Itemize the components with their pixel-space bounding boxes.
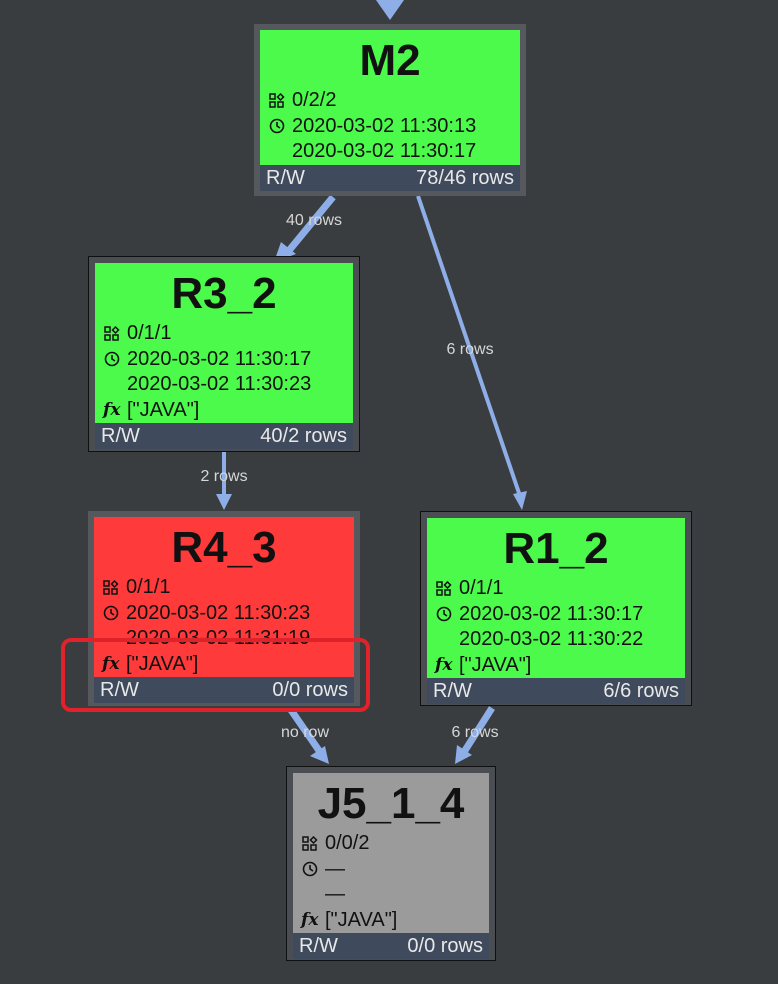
vertex-status-ok: R3_2 0/1/1 2020-03-02 11:30:17 2020-03-0… xyxy=(95,263,353,449)
edge-r3_2-r4_3-head xyxy=(216,494,232,510)
vertex-footer: R/W 0/0 rows xyxy=(94,677,354,703)
function-fx-icon: fx xyxy=(103,399,121,420)
edge-label-m2-r1_2: 6 rows xyxy=(446,341,494,358)
highlight-annotation xyxy=(61,638,370,712)
tasks-row: 0/1/1 xyxy=(94,575,354,601)
vertex-status-pending: J5_1_4 0/0/2 — — fx ["JAVA"] R/W 0/0 row… xyxy=(293,773,489,959)
end-time-row: 2020-03-02 11:30:17 xyxy=(260,139,520,165)
start-time-row: — xyxy=(293,857,489,883)
start-time-value: 2020-03-02 11:30:17 xyxy=(459,602,644,625)
functions-value: ["JAVA"] xyxy=(127,398,200,421)
vertex-status-ok: R1_2 0/1/1 2020-03-02 11:30:17 2020-03-0… xyxy=(427,518,685,704)
mode-value: R/W xyxy=(299,935,338,957)
tasks-row: 0/0/2 xyxy=(293,831,489,857)
edge-label-m2-r3_2: 40 rows xyxy=(285,212,343,229)
tasks-grid-icon xyxy=(301,835,319,853)
rows-value: 78/46 rows xyxy=(416,166,514,189)
end-time-row: 2020-03-02 11:30:22 xyxy=(427,627,685,653)
edge-label-r1_2-j5_1_4: 6 rows xyxy=(451,724,499,741)
clock-icon xyxy=(103,350,121,368)
vertex-footer: R/W 40/2 rows xyxy=(95,423,353,449)
start-time-value: — xyxy=(325,857,345,880)
tasks-grid-icon xyxy=(103,325,121,343)
vertex-title: R1_2 xyxy=(503,524,609,573)
mode-value: R/W xyxy=(433,680,472,702)
start-time-value: 2020-03-02 11:30:23 xyxy=(126,601,311,624)
edge-label-r3_2-r4_3: 2 rows xyxy=(200,468,248,485)
clock-icon xyxy=(301,860,319,878)
edge-r1_2-j5_1_4 xyxy=(461,706,495,754)
clock-icon xyxy=(435,605,453,623)
tasks-value: 0/1/1 xyxy=(459,577,504,599)
rows-value: 6/6 rows xyxy=(603,680,679,702)
edge-m2-r1_2-head xyxy=(513,491,527,510)
mode-value: R/W xyxy=(100,679,139,701)
tasks-value: 0/2/2 xyxy=(292,89,337,111)
clock-icon xyxy=(102,604,120,622)
edge-r4_3-j5_1_4 xyxy=(288,708,323,754)
rows-value: 0/0 rows xyxy=(272,679,348,701)
vertex-footer: R/W 78/46 rows xyxy=(260,164,520,191)
vertex-node-r4_3[interactable]: R4_3 0/1/1 2020-03-02 11:30:23 2020-03-0… xyxy=(88,511,360,706)
functions-value: ["JAVA"] xyxy=(126,652,199,675)
start-time-row: 2020-03-02 11:30:13 xyxy=(260,114,520,140)
vertex-footer: R/W 0/0 rows xyxy=(293,933,489,959)
functions-row: fx ["JAVA"] xyxy=(94,652,354,678)
edge-r1_2-j5_1_4-head xyxy=(455,745,472,764)
tasks-row: 0/1/1 xyxy=(95,321,353,347)
vertex-title: J5_1_4 xyxy=(317,779,465,828)
vertex-node-m2[interactable]: M2 0/2/2 2020-03-02 11:30:13 2020-03-02 … xyxy=(254,24,526,196)
edge-r4_3-j5_1_4-head xyxy=(310,746,329,764)
rows-value: 40/2 rows xyxy=(260,425,347,447)
start-time-row: 2020-03-02 11:30:17 xyxy=(95,347,353,373)
start-time-value: 2020-03-02 11:30:13 xyxy=(292,114,477,137)
vertex-node-j5_1_4[interactable]: J5_1_4 0/0/2 — — fx ["JAVA"] R/W 0/0 row… xyxy=(286,766,496,961)
function-fx-icon: fx xyxy=(435,654,453,675)
tasks-grid-icon xyxy=(268,92,286,110)
functions-value: ["JAVA"] xyxy=(459,653,532,676)
end-time-value: 2020-03-02 11:30:17 xyxy=(292,140,477,162)
vertex-title: M2 xyxy=(359,36,421,85)
vertex-node-r3_2[interactable]: R3_2 0/1/1 2020-03-02 11:30:17 2020-03-0… xyxy=(88,256,360,452)
rows-value: 0/0 rows xyxy=(407,935,483,957)
start-time-row: 2020-03-02 11:30:17 xyxy=(427,602,685,628)
function-fx-icon: fx xyxy=(301,909,319,930)
tasks-grid-icon xyxy=(435,580,453,598)
end-time-value: — xyxy=(325,883,345,905)
tasks-value: 0/1/1 xyxy=(126,576,171,598)
clock-icon xyxy=(268,117,286,135)
edge-label-r4_3-j5_1_4: no row xyxy=(280,724,330,741)
mode-value: R/W xyxy=(266,166,305,189)
tasks-value: 0/0/2 xyxy=(325,832,370,854)
functions-value: ["JAVA"] xyxy=(325,908,398,931)
edge-incoming-m2-head xyxy=(376,0,404,20)
edge-m2-r1_2 xyxy=(416,195,522,497)
vertex-status-ok: M2 0/2/2 2020-03-02 11:30:13 2020-03-02 … xyxy=(260,30,520,191)
tasks-grid-icon xyxy=(102,579,120,597)
start-time-row: 2020-03-02 11:30:23 xyxy=(94,601,354,627)
tasks-value: 0/1/1 xyxy=(127,322,172,344)
functions-row: fx ["JAVA"] xyxy=(95,398,353,424)
end-time-value: 2020-03-02 11:30:23 xyxy=(127,373,312,395)
vertex-title: R4_3 xyxy=(171,523,277,572)
edge-m2-r3_2 xyxy=(284,194,336,256)
tasks-row: 0/1/1 xyxy=(427,576,685,602)
vertex-node-r1_2[interactable]: R1_2 0/1/1 2020-03-02 11:30:17 2020-03-0… xyxy=(420,511,692,706)
end-time-row: 2020-03-02 11:30:23 xyxy=(95,372,353,398)
vertex-footer: R/W 6/6 rows xyxy=(427,678,685,704)
functions-row: fx ["JAVA"] xyxy=(293,908,489,934)
start-time-value: 2020-03-02 11:30:17 xyxy=(127,347,312,370)
function-fx-icon: fx xyxy=(102,653,120,674)
vertex-status-failed: R4_3 0/1/1 2020-03-02 11:30:23 2020-03-0… xyxy=(94,517,354,703)
mode-value: R/W xyxy=(101,425,140,447)
functions-row: fx ["JAVA"] xyxy=(427,653,685,679)
tasks-row: 0/2/2 xyxy=(260,88,520,114)
vertex-title: R3_2 xyxy=(171,269,277,318)
end-time-row: — xyxy=(293,882,489,908)
end-time-value: 2020-03-02 11:30:22 xyxy=(459,628,644,650)
